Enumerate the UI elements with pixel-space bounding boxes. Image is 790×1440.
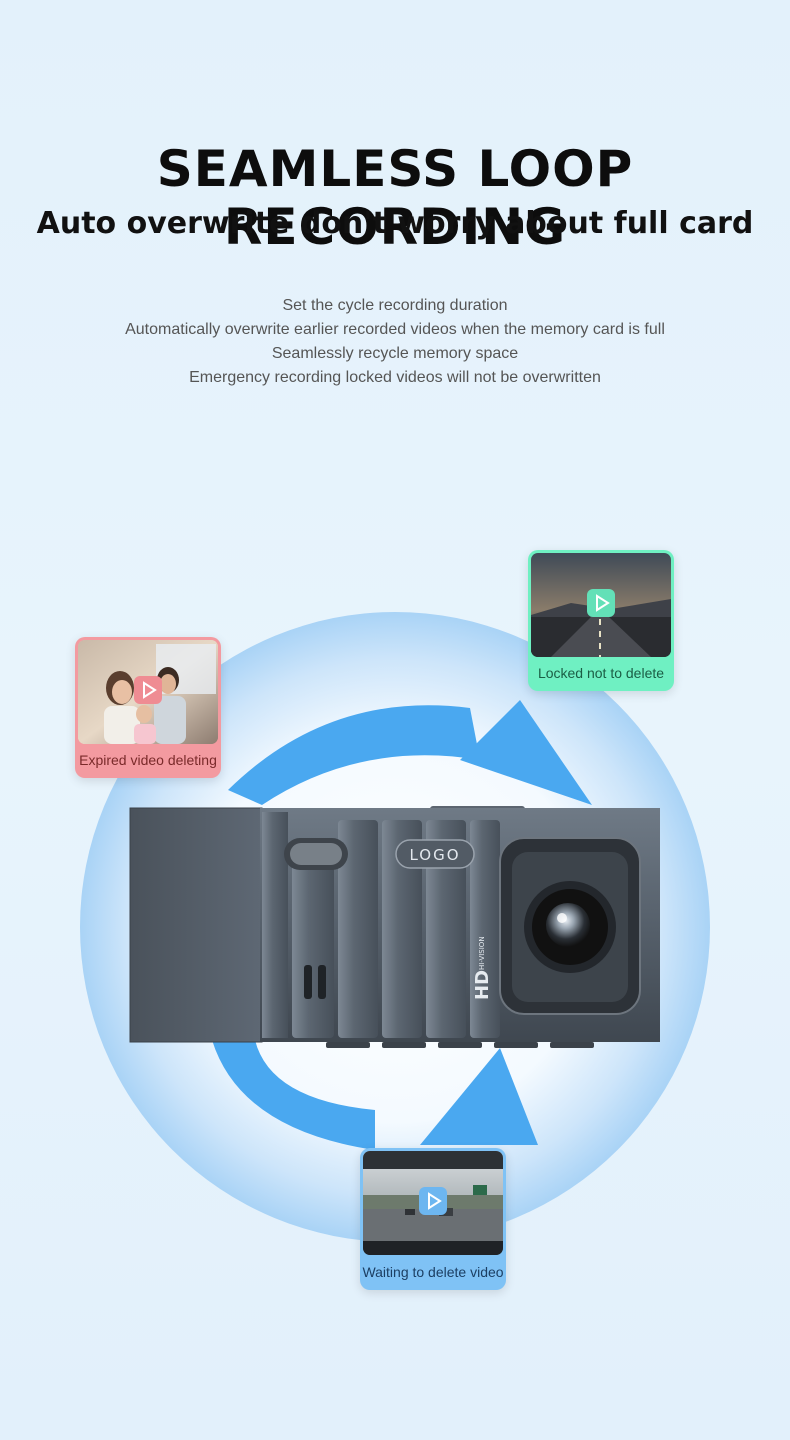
dash-cam: LOGO HD HI-VISION bbox=[129, 806, 660, 1048]
expired-thumbnail bbox=[78, 640, 218, 744]
description-line: Emergency recording locked videos will n… bbox=[189, 369, 601, 386]
description-line: Seamlessly recycle memory space bbox=[271, 345, 519, 362]
locked-card-label: Locked not to delete bbox=[537, 665, 665, 681]
logo-badge bbox=[395, 839, 475, 869]
description-line: Automatically overwrite earlier recorded… bbox=[125, 321, 665, 338]
locked-video-card: Locked not to delete bbox=[528, 550, 674, 691]
cycle-arrow-bottom bbox=[212, 1040, 538, 1150]
waiting-thumbnail bbox=[363, 1151, 503, 1255]
lens bbox=[546, 903, 590, 947]
brand-text: HI-VISION bbox=[478, 936, 486, 970]
expired-video-card: Expired video deleting bbox=[75, 637, 221, 778]
hd-text: HD bbox=[472, 970, 493, 1000]
page-subtitle: Auto overwrite don't worry about full ca… bbox=[36, 206, 754, 241]
waiting-video-card: Waiting to delete video bbox=[360, 1148, 506, 1290]
play-icon bbox=[419, 1187, 447, 1215]
expired-card-label: Expired video deleting bbox=[79, 752, 217, 768]
description-block: Set the cycle recording duration Automat… bbox=[0, 294, 790, 390]
logo-text: LOGO bbox=[409, 846, 460, 864]
play-icon bbox=[587, 589, 615, 617]
play-icon bbox=[134, 676, 162, 704]
description-line: Set the cycle recording duration bbox=[282, 297, 508, 314]
cycle-arrow-top bbox=[228, 700, 592, 805]
locked-thumbnail bbox=[531, 553, 671, 657]
waiting-card-label: Waiting to delete video bbox=[362, 1264, 504, 1280]
page-title: SEAMLESS LOOP RECORDING bbox=[156, 140, 634, 256]
